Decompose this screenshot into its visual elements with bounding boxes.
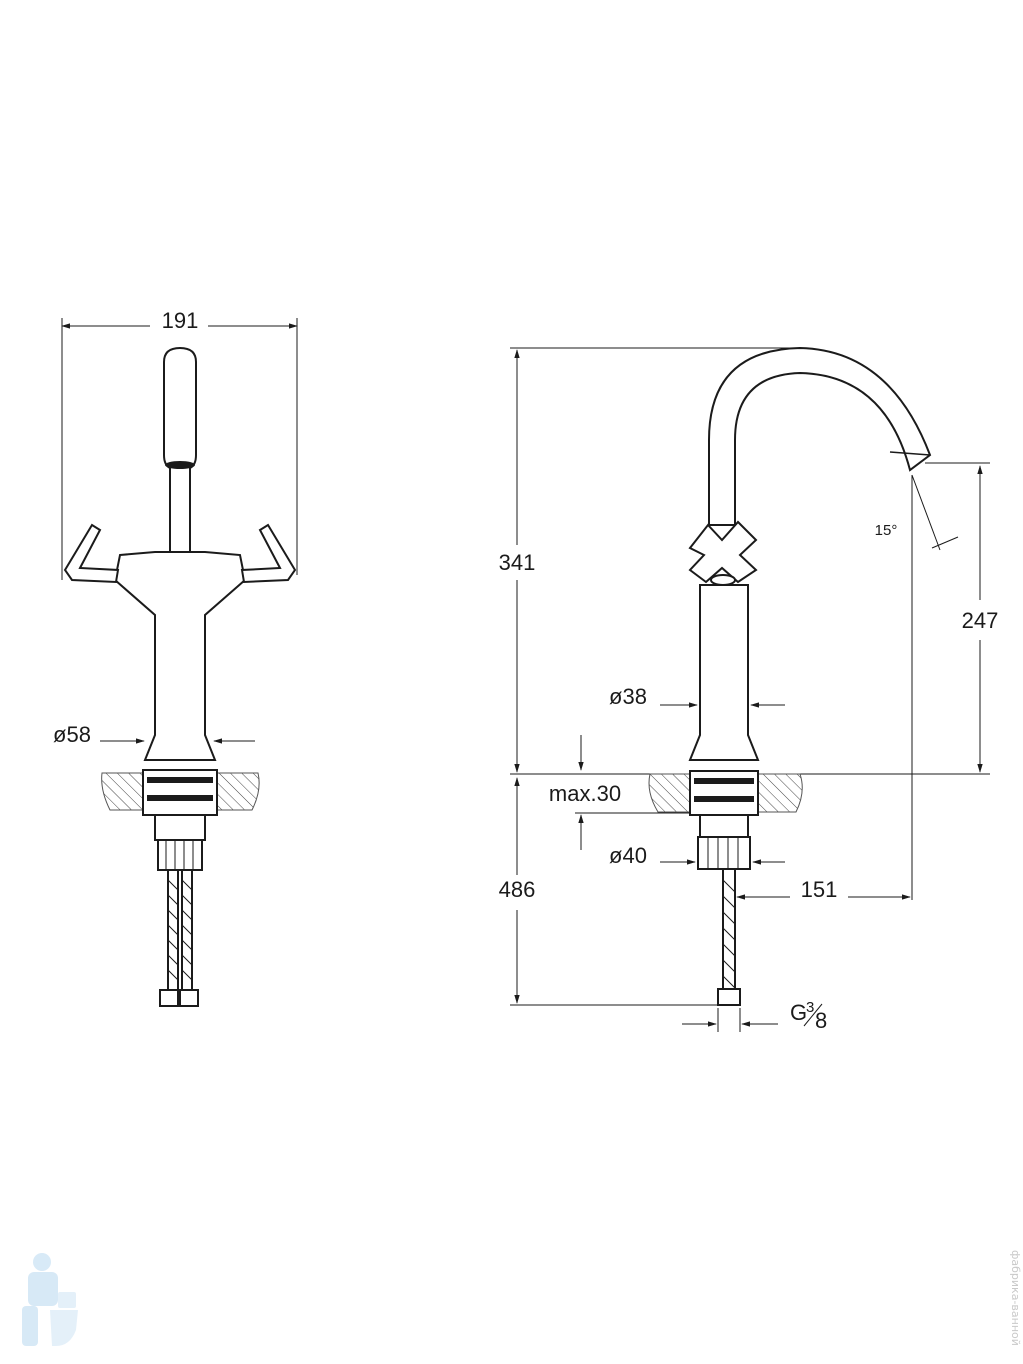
reach-label: 151 <box>801 877 838 902</box>
side-hose <box>717 868 741 1006</box>
watermark-side-text: фабрика-ванной <box>1009 1250 1022 1346</box>
hose-length-dimension: 486 <box>499 777 718 1006</box>
body-diameter-dimension: ø38 <box>609 684 785 709</box>
front-diameter-label: ø58 <box>53 722 91 747</box>
angle-dimension: 15° <box>875 474 959 900</box>
shank-diameter-label: ø40 <box>609 843 647 868</box>
spout-height-label: 247 <box>962 608 999 633</box>
reach-dimension: 151 <box>736 877 911 902</box>
front-view: 191 ø58 <box>53 308 298 1007</box>
spout-height-dimension: 247 <box>925 462 999 773</box>
front-spout <box>163 346 197 553</box>
body-diameter-label: ø38 <box>609 684 647 709</box>
angle-label: 15° <box>875 522 898 539</box>
deck-thickness-label: max.30 <box>549 781 621 806</box>
watermark-logo <box>22 1253 78 1346</box>
hose-length-label: 486 <box>499 877 536 902</box>
thread-label-denominator: 8 <box>815 1008 827 1033</box>
height-label: 341 <box>499 550 536 575</box>
front-body <box>63 523 297 761</box>
front-deck <box>101 769 260 816</box>
front-shank <box>154 814 206 871</box>
front-diameter-dimension: ø58 <box>53 722 255 747</box>
side-deck <box>648 770 803 816</box>
side-spout <box>708 346 932 526</box>
thread-dimension: G 3 8 <box>682 999 827 1033</box>
side-shank <box>697 814 751 870</box>
thread-label-numerator: 3 <box>806 999 814 1016</box>
side-view: 341 247 15° <box>499 346 999 1033</box>
thread-label-prefix: G <box>790 1000 807 1025</box>
side-body <box>688 520 760 761</box>
shank-diameter-dimension: ø40 <box>609 843 785 868</box>
width-label: 191 <box>162 308 199 333</box>
height-dimension: 341 <box>499 347 990 775</box>
front-hoses <box>159 869 199 1007</box>
width-dimension: 191 <box>61 308 298 580</box>
deck-thickness-dimension: max.30 <box>549 735 690 850</box>
